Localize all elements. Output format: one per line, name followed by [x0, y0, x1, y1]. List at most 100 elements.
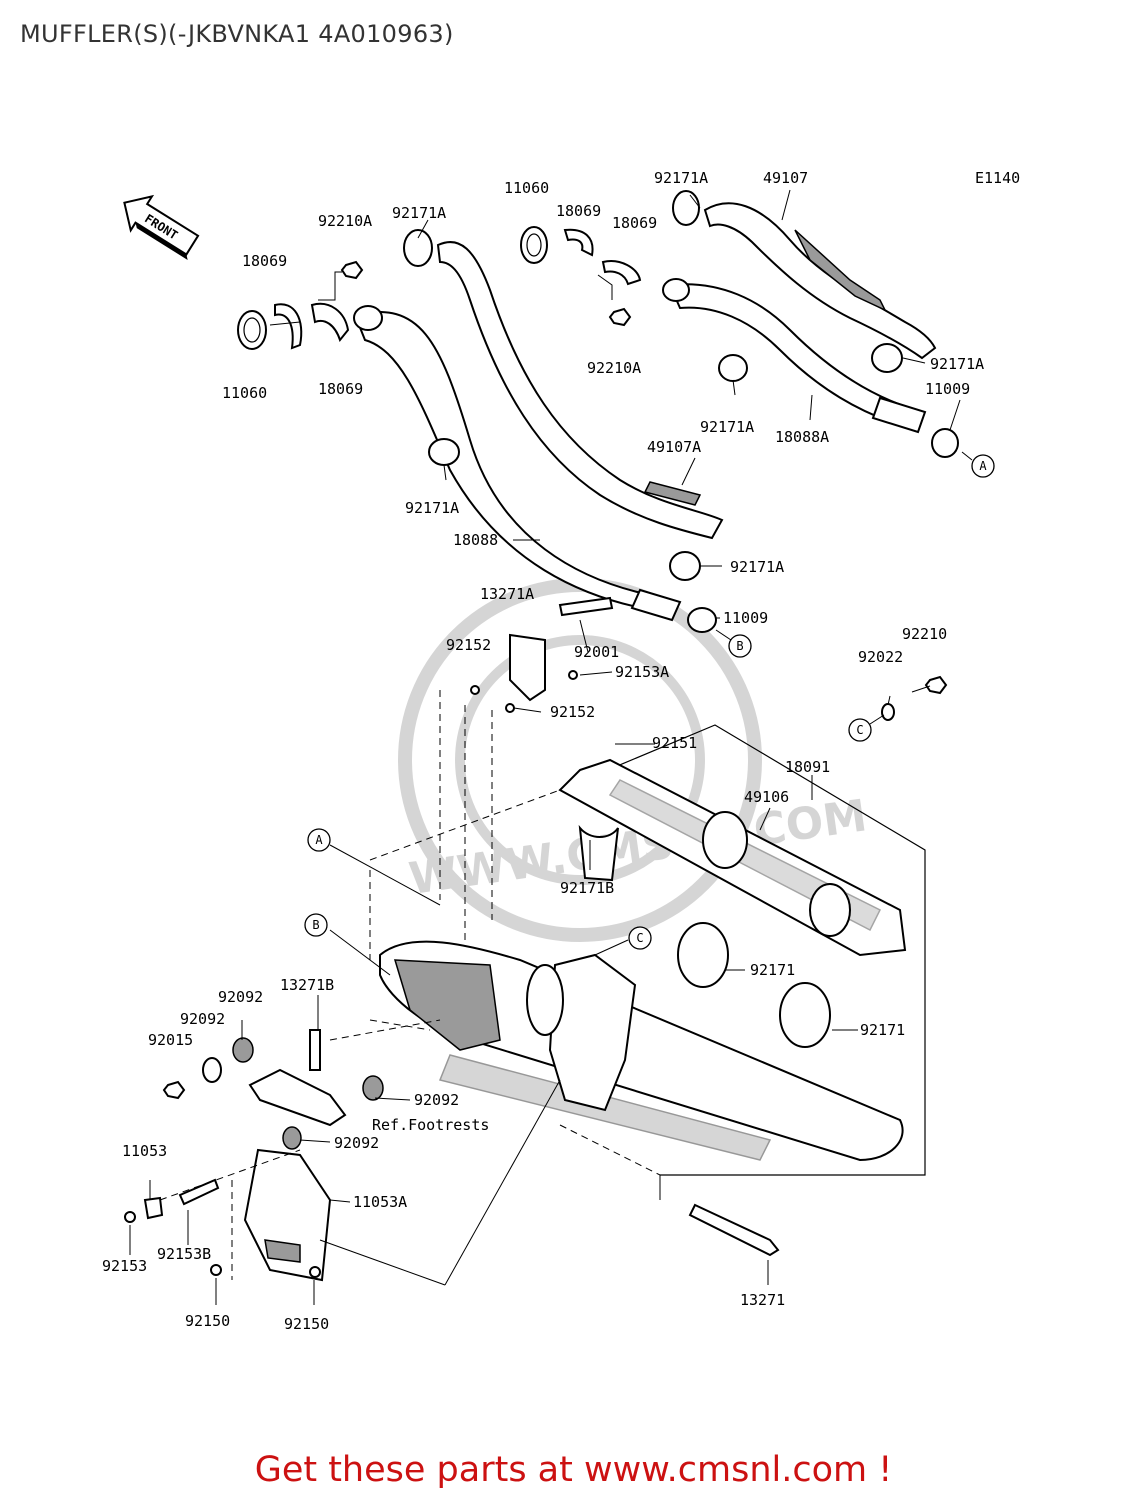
clamp-92171a-1	[403, 229, 433, 267]
part-label: 92152	[446, 636, 491, 654]
part-label: 92171A	[730, 558, 784, 576]
flange-18069-4	[601, 260, 642, 286]
flange-18069-2	[310, 302, 350, 343]
part-label: 11053	[122, 1142, 167, 1160]
part-label: 92152	[550, 703, 595, 721]
part-label: 92210A	[587, 359, 641, 377]
gasket-11060-1	[237, 310, 267, 350]
part-label: 18088A	[775, 428, 829, 446]
part-label: 92001	[574, 643, 619, 661]
callout-circle-b-upper: B	[715, 629, 752, 658]
nut-92210a-1	[340, 260, 364, 280]
callout-circle-b-lower: B	[304, 913, 328, 937]
leader-lines	[129, 189, 961, 1305]
part-label: 13271B	[280, 976, 334, 994]
bolt-92153	[124, 1211, 136, 1223]
part-label: 92092	[414, 1091, 459, 1109]
callout-circle-a-upper: A	[961, 451, 995, 478]
callout-label-c-1: C	[856, 723, 863, 737]
part-label: 92092	[334, 1134, 379, 1152]
callout-label-c-2: C	[636, 931, 643, 945]
footer-link-text[interactable]: Get these parts at www.cmsnl.com !	[254, 1450, 893, 1490]
part-label: 92210	[902, 625, 947, 643]
part-label: 92153B	[157, 1245, 211, 1263]
bracket-11053	[143, 1196, 164, 1220]
flange-18069-1	[274, 303, 303, 350]
part-label: 13271A	[480, 585, 534, 603]
diagram-code: E1140	[975, 169, 1020, 187]
part-label: 92171B	[560, 879, 614, 897]
sleeve-11009-2	[687, 607, 717, 633]
part-label: 18069	[318, 380, 363, 398]
callout-circle-a-lower: A	[307, 828, 331, 852]
part-label: 11053A	[353, 1193, 407, 1211]
part-label: 18069	[612, 214, 657, 232]
front-arrow-icon: FRONT	[123, 194, 200, 260]
part-label: 18091	[785, 758, 830, 776]
bracket-11053a	[243, 1148, 332, 1282]
part-label: 49107A	[647, 438, 701, 456]
part-label: 92092	[218, 988, 263, 1006]
part-label: 92022	[858, 648, 903, 666]
dashed-assembly-lines	[159, 690, 661, 1280]
callout-label-a-1: A	[979, 459, 987, 473]
part-label: 49107	[763, 169, 808, 187]
part-label: 18069	[242, 252, 287, 270]
exploded-parts-diagram: WWW.CMSNL.COM FRONT E1140	[102, 169, 1020, 1333]
muffler-body	[379, 940, 904, 1162]
part-label: 92153	[102, 1257, 147, 1275]
exhaust-pipe-18088	[353, 305, 682, 622]
part-label: 92092	[180, 1010, 225, 1028]
washer-92022	[881, 703, 895, 721]
strap-13271	[688, 1203, 780, 1257]
part-label: 13271	[740, 1291, 785, 1309]
part-label: 11009	[925, 380, 970, 398]
bushing-92092-2	[362, 1075, 384, 1101]
part-label: 92210A	[318, 212, 372, 230]
part-label: 92153A	[615, 663, 669, 681]
part-label: 11009	[723, 609, 768, 627]
nut-92210	[924, 675, 948, 695]
footrest-bracket	[248, 1068, 347, 1127]
part-label: 11060	[504, 179, 549, 197]
part-label: 92015	[148, 1031, 193, 1049]
spacer-92015	[202, 1057, 222, 1083]
part-label: 92171A	[654, 169, 708, 187]
bushing-92092-1	[232, 1037, 254, 1063]
nut-92210a-2	[608, 307, 632, 327]
part-label: 92171A	[392, 204, 446, 222]
callout-label-b-2: B	[312, 918, 319, 932]
callout-label-b-1: B	[736, 639, 743, 653]
bracket-13271a	[470, 596, 614, 713]
part-label: 92171A	[405, 499, 459, 517]
muffler-assembly-18091	[558, 724, 926, 1176]
part-label: 49106	[744, 788, 789, 806]
callout-circle-c-upper: C	[848, 714, 885, 742]
clamp-92171a-4	[718, 354, 748, 382]
gasket-11060-2	[520, 226, 548, 264]
part-label: 92171A	[930, 355, 984, 373]
bushing-92092-3	[282, 1126, 302, 1150]
clamp-92171a-2	[672, 190, 700, 226]
bolt-92150-2	[309, 1266, 321, 1278]
bracket-13271b	[309, 1029, 321, 1071]
bolt-92153b	[178, 1178, 220, 1206]
heat-shield-49107	[703, 202, 937, 360]
part-label: 18088	[453, 531, 498, 549]
part-label: 92171	[860, 1021, 905, 1039]
page-title: MUFFLER(S)(-JKBVNKA1 4A010963)	[20, 20, 454, 48]
part-label: 92171	[750, 961, 795, 979]
part-label: 92150	[185, 1312, 230, 1330]
ref-footrests-note: Ref.Footrests	[372, 1116, 489, 1134]
callout-label-a-2: A	[315, 833, 323, 847]
nut-92015	[162, 1080, 186, 1100]
part-label: 11060	[222, 384, 267, 402]
clamp-92171a-5	[428, 438, 460, 466]
clamp-92171a-6	[669, 551, 701, 581]
clamp-92171-2	[779, 982, 831, 1048]
bolt-92150-1	[210, 1264, 222, 1276]
part-labels: 11060 18069 92210A 92171A 18069 11060 11…	[102, 169, 984, 1333]
callout-circle-c-lower: C	[628, 926, 652, 950]
part-label: 92150	[284, 1315, 329, 1333]
part-label: 92171A	[700, 418, 754, 436]
